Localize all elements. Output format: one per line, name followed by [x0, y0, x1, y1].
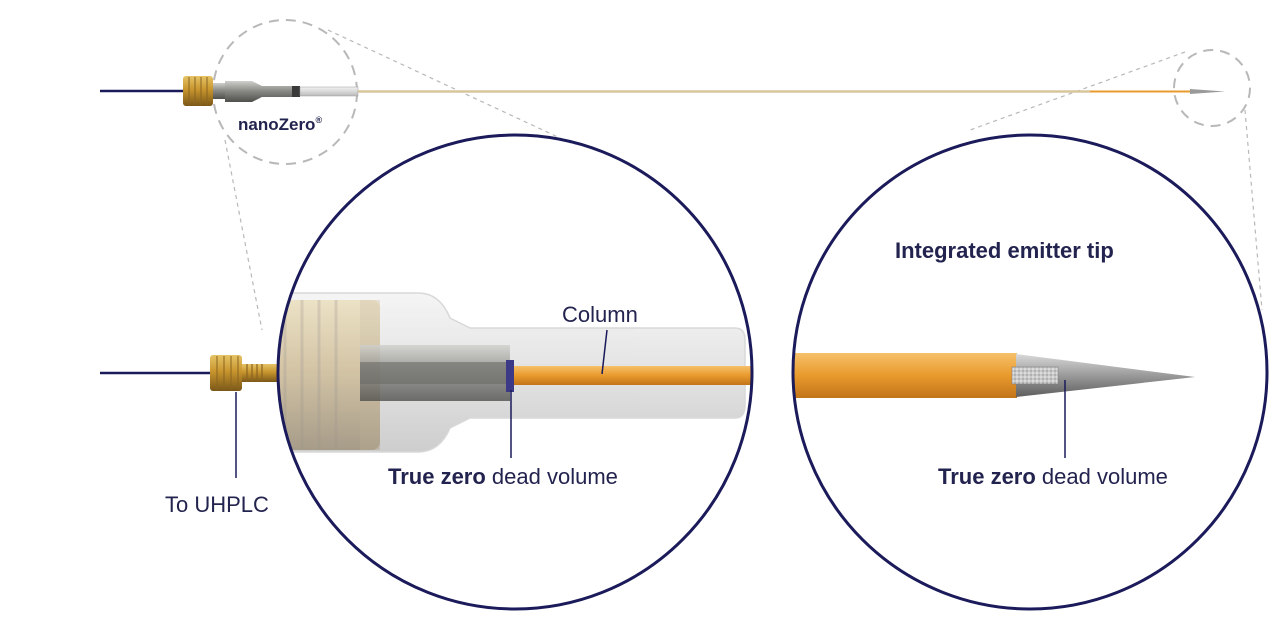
left-magnified-circle — [276, 133, 754, 611]
true-zero-label-right: True zero dead volume — [938, 464, 1168, 489]
true-zero-label-left: True zero dead volume — [388, 464, 618, 489]
brand-label: nanoZero® — [238, 115, 322, 134]
column-left — [514, 366, 752, 385]
uhplc-connector — [100, 355, 278, 478]
overview-assembly — [100, 76, 1225, 106]
overview-brass-nut — [183, 76, 213, 106]
emitter-tip — [1016, 354, 1195, 397]
column-label: Column — [562, 302, 638, 327]
uhplc-brass-nut — [210, 355, 242, 391]
dead-volume-seal-left — [506, 360, 514, 392]
frit — [1011, 366, 1059, 385]
magnifier-circle-tip — [1173, 49, 1251, 127]
right-magnified-contents — [793, 353, 1195, 398]
zoom-guide-lines — [224, 29, 1263, 331]
overview-fitting-body — [225, 81, 292, 102]
right-magnified-circle — [791, 133, 1269, 611]
left-magnified-contents — [278, 292, 752, 453]
to-uhplc-label: To UHPLC — [165, 492, 269, 517]
column-right — [793, 353, 1017, 398]
emitter-heading: Integrated emitter tip — [895, 238, 1114, 263]
column-leader — [601, 329, 608, 375]
